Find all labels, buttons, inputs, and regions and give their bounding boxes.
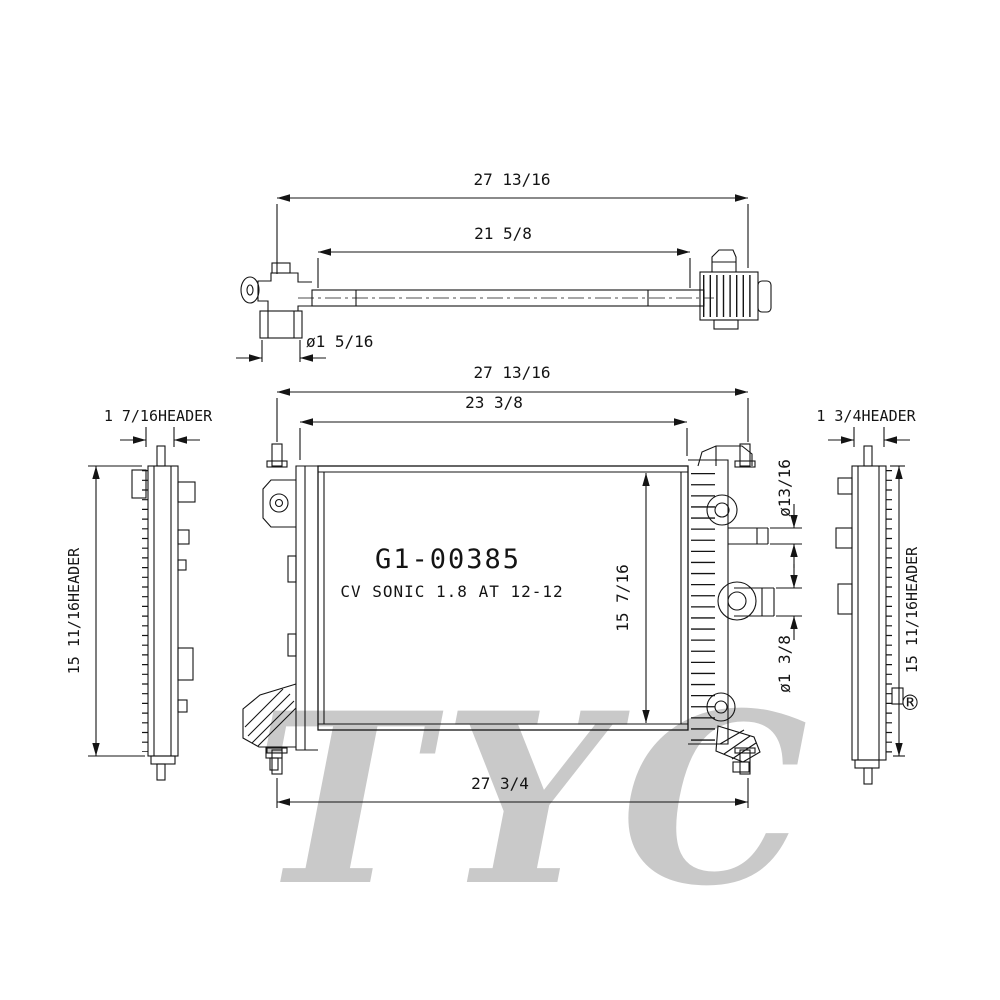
front-dim-core-height-label: 15 7/16 [613,564,632,631]
part-number: G1-00385 [375,544,521,575]
top-dim-inner-label: 21 5/8 [474,224,532,243]
left-header-height-label: 15 11/16HEADER [65,547,83,674]
upper-pipe-diameter-label: ø13/16 [775,459,794,517]
top-view: 27 13/16 21 5/8 [236,170,772,362]
upper-outlet-pipe [728,527,769,545]
left-side-body [131,445,196,781]
right-dim-header-width: 1 3/4HEADER [816,407,917,447]
top-dim-port-label: ø1 5/16 [306,332,373,351]
left-header-width-label: 1 7/16HEADER [104,407,213,425]
front-dim-bottom-width-label: 27 3/4 [471,774,529,793]
top-dim-overall-label: 27 13/16 [473,170,550,189]
top-dim-overall-width: 27 13/16 [276,170,749,274]
top-right-fitting [699,249,772,330]
front-view: 27 13/16 23 3/8 [242,363,802,808]
top-view-body [240,249,772,339]
front-right-tank [688,459,775,773]
lower-pipe-diameter-label: ø1 3/8 [775,635,794,693]
front-core [317,465,689,731]
dim-upper-pipe-diameter: ø13/16 [770,459,802,568]
top-dim-inner-width: 21 5/8 [317,224,691,288]
front-dim-core-height: 15 7/16 [613,473,650,723]
front-dim-overall-width: 27 13/16 [276,363,749,442]
left-side-view: 1 7/16HEADER [65,407,213,781]
right-side-body [835,445,904,785]
tyc-watermark: TYC [254,662,822,938]
front-left-tank [242,465,318,771]
registered-trademark-symbol: ® [900,691,921,715]
right-header-width-label: 1 3/4HEADER [816,407,916,425]
front-bottom-mount-pins [266,747,756,775]
lower-outlet-pipe [734,587,775,617]
top-dim-port-diameter: ø1 5/16 [236,332,373,362]
front-top-mount-pins [266,443,756,468]
linework: 27 13/16 21 5/8 [65,170,921,808]
left-dim-header-height: 15 11/16HEADER [65,465,145,757]
front-dim-core-width: 23 3/8 [299,393,688,460]
right-side-view: 1 3/4HEADER [816,407,921,785]
front-dim-core-width-label: 23 3/8 [465,393,523,412]
part-description: CV SONIC 1.8 AT 12-12 [340,582,563,601]
front-dim-bottom-width: 27 3/4 [276,774,749,808]
front-dim-overall-label: 27 13/16 [473,363,550,382]
right-dim-header-height: 15 11/16HEADER [890,465,921,757]
dim-lower-pipe-diameter: ø1 3/8 [775,564,802,693]
top-left-fitting [240,262,312,339]
left-dim-header-width: 1 7/16HEADER [104,407,213,447]
right-header-height-label: 15 11/16HEADER [903,546,921,673]
